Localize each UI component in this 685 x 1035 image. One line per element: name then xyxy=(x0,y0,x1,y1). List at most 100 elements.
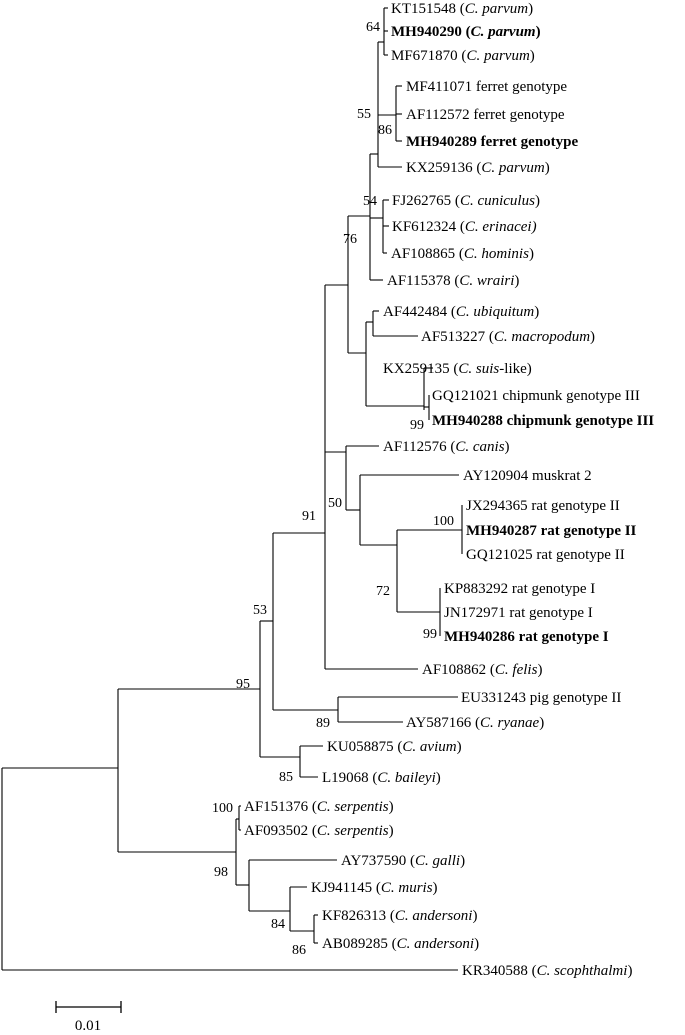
taxon-label: MH940287 rat genotype II xyxy=(466,523,637,539)
taxon-label-pre: AF442484 ( xyxy=(383,304,456,320)
taxon-label-post: ) xyxy=(536,24,541,40)
taxon-label: JX294365 rat genotype II xyxy=(466,498,620,514)
bootstrap-value-rat-muskrat: 50 xyxy=(328,496,342,511)
bootstrap-value-hominis-group: 76 xyxy=(343,232,357,247)
taxon-label-pre: MH940287 rat genotype II xyxy=(466,523,637,539)
taxon-label: AF108862 (C. felis) xyxy=(422,662,542,678)
taxon-label-italic: C. erinacei) xyxy=(465,219,537,235)
bootstrap-value-rat1: 99 xyxy=(423,627,437,642)
taxon-label-italic: C. serpentis xyxy=(317,823,389,839)
taxon-label-italic: C. parvum xyxy=(481,160,545,176)
bootstrap-value-parvum-ferret: 55 xyxy=(357,107,371,122)
taxon-label-pre: MH940290 ( xyxy=(391,24,471,40)
taxon-label: KT151548 (C. parvum) xyxy=(391,1,533,17)
taxon-label-italic: C. cuniculus xyxy=(460,193,535,209)
taxon-label-pre: KF612324 ( xyxy=(392,219,465,235)
taxon-label-post: ) xyxy=(590,329,595,345)
bootstrap-value-pig-ryanae: 89 xyxy=(316,716,330,731)
taxon-label: AF093502 (C. serpentis) xyxy=(244,823,394,839)
taxon-label: AF442484 (C. ubiquitum) xyxy=(383,304,539,320)
taxon-label-post: ) xyxy=(389,823,394,839)
taxon-label-post: ) xyxy=(472,908,477,924)
taxon-label-pre: AB089285 ( xyxy=(322,936,397,952)
taxon-label-italic: C. avium xyxy=(402,739,456,755)
taxon-label: KR340588 (C. scophthalmi) xyxy=(462,963,632,979)
bootstrap-value-rat: 72 xyxy=(376,584,390,599)
taxon-label-post: ) xyxy=(529,246,534,262)
taxon-label-italic: C. andersoni xyxy=(397,936,475,952)
bootstrap-value-ferret: 86 xyxy=(378,123,392,138)
taxon-label-post: ) xyxy=(537,662,542,678)
bootstrap-value-andersoni: 86 xyxy=(292,943,306,958)
bootstrap-value-ingroup: 95 xyxy=(236,677,250,692)
taxon-label-pre: AF112576 ( xyxy=(383,439,455,455)
taxon-label: EU331243 pig genotype II xyxy=(461,690,621,706)
taxon-label-pre: AY737590 ( xyxy=(341,853,415,869)
taxon-label: MH940289 ferret genotype xyxy=(406,134,579,150)
taxon-label-post: ) xyxy=(535,193,540,209)
taxon-label-italic: C. parvum xyxy=(465,1,529,17)
taxon-label-pre: KR340588 ( xyxy=(462,963,537,979)
taxon-label: MH940288 chipmunk genotype III xyxy=(432,413,654,429)
taxon-label: AY737590 (C. galli) xyxy=(341,853,465,869)
taxon-label-post: ) xyxy=(457,739,462,755)
bootstrap-values: 64 55 86 54 76 99 50 100 72 99 91 53 89 … xyxy=(212,20,454,958)
taxon-label: AF513227 (C. macropodum) xyxy=(421,329,595,345)
bootstrap-value-rat2: 100 xyxy=(433,514,454,529)
taxon-label-pre: KX259135 ( xyxy=(383,361,458,377)
taxon-label-italic: C. canis xyxy=(455,439,504,455)
taxon-label-pre: KT151548 ( xyxy=(391,1,465,17)
taxon-label-post: ) xyxy=(528,1,533,17)
taxon-label-pre: AF108865 ( xyxy=(391,246,464,262)
taxon-label-italic: C. ryanae xyxy=(480,715,540,731)
bootstrap-value-avian: 85 xyxy=(279,770,293,785)
bootstrap-value-cuniculus: 54 xyxy=(363,194,377,209)
taxon-label-pre: AF513227 ( xyxy=(421,329,494,345)
taxon-label: AF108865 (C. hominis) xyxy=(391,246,534,262)
bootstrap-value-parvum: 64 xyxy=(366,20,380,35)
taxon-label-pre: MF411071 ferret genotype xyxy=(406,79,567,95)
bootstrap-value-intestinal: 91 xyxy=(302,509,316,524)
taxon-label: MF411071 ferret genotype xyxy=(406,79,567,95)
taxon-label: KF612324 (C. erinacei) xyxy=(392,219,537,235)
taxon-label: KU058875 (C. avium) xyxy=(327,739,462,755)
bootstrap-value-chipmunk: 99 xyxy=(410,418,424,433)
taxon-label-post: ) xyxy=(627,963,632,979)
taxon-label-italic: C. hominis xyxy=(464,246,529,262)
scale-bar: 0.01 xyxy=(55,1001,122,1034)
taxon-label-italic: C. scophthalmi xyxy=(537,963,628,979)
taxon-label-pre: JX294365 rat genotype II xyxy=(466,498,620,514)
taxon-label: MH940290 (C. parvum) xyxy=(391,24,541,40)
taxon-label-pre: KU058875 ( xyxy=(327,739,402,755)
taxon-label-pre: GQ121025 rat genotype II xyxy=(466,547,625,563)
taxon-labels: KT151548 (C. parvum) MH940290 (C. parvum… xyxy=(244,1,654,979)
taxon-label: L19068 (C. baileyi) xyxy=(322,770,441,786)
tree-branches xyxy=(1,7,463,971)
taxon-label-pre: AF151376 ( xyxy=(244,799,317,815)
taxon-label-pre: JN172971 rat genotype I xyxy=(444,605,593,621)
taxon-label: KX259135 (C. suis-like) xyxy=(383,361,532,377)
taxon-label: JN172971 rat genotype I xyxy=(444,605,593,621)
taxon-label: AF115378 (C. wrairi) xyxy=(387,273,519,289)
taxon-label-italic: C. andersoni xyxy=(395,908,473,924)
taxon-label: GQ121025 rat genotype II xyxy=(466,547,625,563)
taxon-label-post: -like) xyxy=(499,361,531,377)
taxon-label-post: ) xyxy=(460,853,465,869)
taxon-label: KX259136 (C. parvum) xyxy=(406,160,550,176)
taxon-label-pre: AF108862 ( xyxy=(422,662,495,678)
taxon-label-italic: C. serpentis xyxy=(317,799,389,815)
taxon-label-italic: C. muris xyxy=(381,880,433,896)
taxon-label-pre: AF115378 ( xyxy=(387,273,459,289)
taxon-label: AY587166 (C. ryanae) xyxy=(406,715,544,731)
taxon-label-pre: AF093502 ( xyxy=(244,823,317,839)
taxon-label-pre: KF826313 ( xyxy=(322,908,395,924)
taxon-label-post: ) xyxy=(436,770,441,786)
bootstrap-value-serpentis: 100 xyxy=(212,801,233,816)
taxon-label-pre: KJ941145 ( xyxy=(311,880,381,896)
taxon-label-pre: FJ262765 ( xyxy=(392,193,460,209)
taxon-label-pre: AY587166 ( xyxy=(406,715,480,731)
taxon-label-pre: AY120904 muskrat 2 xyxy=(463,468,592,484)
taxon-label-italic: C. parvum xyxy=(466,48,530,64)
taxon-label-post: ) xyxy=(530,48,535,64)
taxon-label-pre: EU331243 pig genotype II xyxy=(461,690,621,706)
